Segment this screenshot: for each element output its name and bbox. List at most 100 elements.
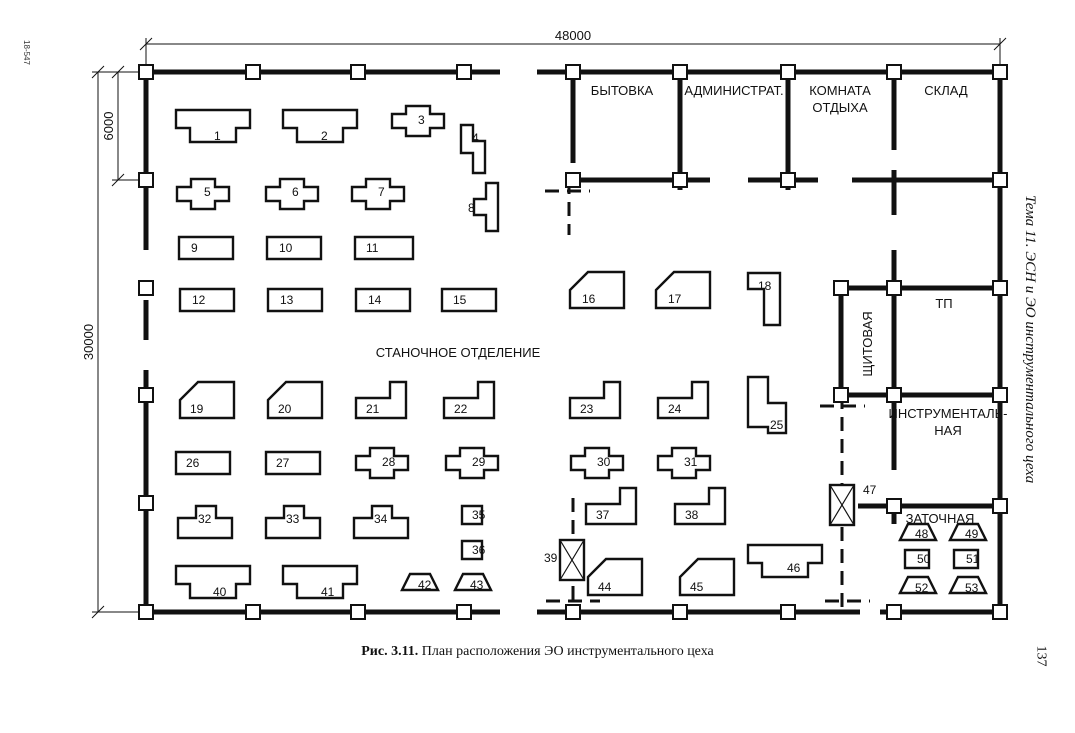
machine-23-label: 23 xyxy=(580,402,594,416)
dim-height: 30000 xyxy=(81,324,96,360)
machine-4 xyxy=(459,123,487,175)
machine-6 xyxy=(264,177,320,211)
machine-41 xyxy=(281,564,359,600)
machine-24 xyxy=(656,380,710,420)
machine-19-label: 19 xyxy=(190,402,204,416)
machine-34 xyxy=(352,504,410,540)
machine-5-label: 5 xyxy=(204,185,211,199)
machine-16-label: 16 xyxy=(582,292,596,306)
machine-49-label: 49 xyxy=(965,527,979,541)
machine-42-label: 42 xyxy=(418,578,432,592)
machine-30 xyxy=(569,446,625,480)
machine-53-label: 53 xyxy=(965,581,979,595)
machine-13 xyxy=(266,287,324,313)
column-marker xyxy=(456,604,472,620)
machine-53 xyxy=(948,575,988,595)
machine-8-label: 8 xyxy=(468,201,475,215)
machine-18-label: 18 xyxy=(758,279,772,293)
machine-32 xyxy=(176,504,234,540)
machine-36 xyxy=(460,539,484,561)
dimension-lines: 48000 30000 6000 xyxy=(81,28,1007,619)
machine-40 xyxy=(174,564,252,600)
machine-13-label: 13 xyxy=(280,293,294,307)
machine-15 xyxy=(440,287,498,313)
room-admin: АДМИНИСТРАТ. xyxy=(684,83,783,98)
column-marker xyxy=(138,387,154,403)
machine-33-label: 33 xyxy=(286,512,300,526)
machine-44 xyxy=(586,557,644,597)
machine-10-label: 10 xyxy=(279,241,293,255)
machine-39-cross-line xyxy=(559,539,585,581)
machine-1 xyxy=(174,108,252,144)
machine-52-label: 52 xyxy=(915,581,929,595)
machine-43 xyxy=(453,572,493,592)
machine-11 xyxy=(353,235,415,261)
column-marker xyxy=(886,498,902,514)
room-instr-line2: НАЯ xyxy=(934,423,961,438)
machine-6-label: 6 xyxy=(292,185,299,199)
column-marker xyxy=(565,172,581,188)
machine-40-label: 40 xyxy=(213,585,227,599)
walls xyxy=(143,69,1003,615)
corner-mark: 18-547 xyxy=(21,40,31,65)
machine-33 xyxy=(264,504,322,540)
machine-16 xyxy=(568,270,626,310)
machine-22 xyxy=(442,380,496,420)
machine-24-label: 24 xyxy=(668,402,682,416)
column-marker xyxy=(350,64,366,80)
machine-29 xyxy=(444,446,500,480)
room-bytovka: БЫТОВКА xyxy=(591,83,654,98)
machine-50-label: 50 xyxy=(917,552,931,566)
column-marker xyxy=(565,64,581,80)
column-marker xyxy=(672,64,688,80)
machine-25 xyxy=(746,375,788,435)
machine-52 xyxy=(898,575,938,595)
machine-1-label: 1 xyxy=(214,129,221,143)
machine-37-label: 37 xyxy=(596,508,610,522)
machine-3-label: 3 xyxy=(418,113,425,127)
column-marker xyxy=(672,604,688,620)
figure-caption: Рис. 3.11. План расположения ЭО инструме… xyxy=(0,644,1075,660)
machine-47-cross-line xyxy=(829,484,855,526)
machine-28 xyxy=(354,446,410,480)
machine-26 xyxy=(174,450,232,476)
machine-2 xyxy=(281,108,359,144)
machine-48 xyxy=(898,522,938,542)
column-marker xyxy=(138,280,154,296)
side-running-title: Тема 11. ЭСН и ЭО инструментального цеха xyxy=(1022,195,1038,484)
machine-29-label: 29 xyxy=(472,455,486,469)
column-marker xyxy=(350,604,366,620)
machine-34-label: 34 xyxy=(374,512,388,526)
machine-26-label: 26 xyxy=(186,456,200,470)
column-marker xyxy=(565,604,581,620)
machine-20-label: 20 xyxy=(278,402,292,416)
column-marker xyxy=(886,64,902,80)
room-shchit: ЩИТОВАЯ xyxy=(860,311,875,376)
machine-21 xyxy=(354,380,408,420)
machine-51 xyxy=(952,548,980,570)
machine-30-label: 30 xyxy=(597,455,611,469)
machine-9 xyxy=(177,235,235,261)
column-marker xyxy=(780,64,796,80)
column-marker xyxy=(138,495,154,511)
column-marker xyxy=(886,280,902,296)
column-marker xyxy=(672,172,688,188)
machine-14-label: 14 xyxy=(368,293,382,307)
machine-4-label: 4 xyxy=(472,131,479,145)
caption-text: План расположения ЭО инструментального ц… xyxy=(418,644,714,659)
room-stanoch: СТАНОЧНОЕ ОТДЕЛЕНИЕ xyxy=(376,345,541,360)
machine-47-label: 47 xyxy=(863,483,877,497)
machine-8 xyxy=(472,181,500,233)
column-marker xyxy=(992,64,1008,80)
column-marker xyxy=(138,172,154,188)
machine-23 xyxy=(568,380,622,420)
columns xyxy=(138,64,1008,620)
machine-37 xyxy=(584,486,638,526)
column-marker xyxy=(886,604,902,620)
machine-36-label: 36 xyxy=(472,543,486,557)
column-marker xyxy=(992,172,1008,188)
column-marker xyxy=(245,64,261,80)
machine-2-label: 2 xyxy=(321,129,328,143)
machine-11-label: 11 xyxy=(366,241,379,255)
